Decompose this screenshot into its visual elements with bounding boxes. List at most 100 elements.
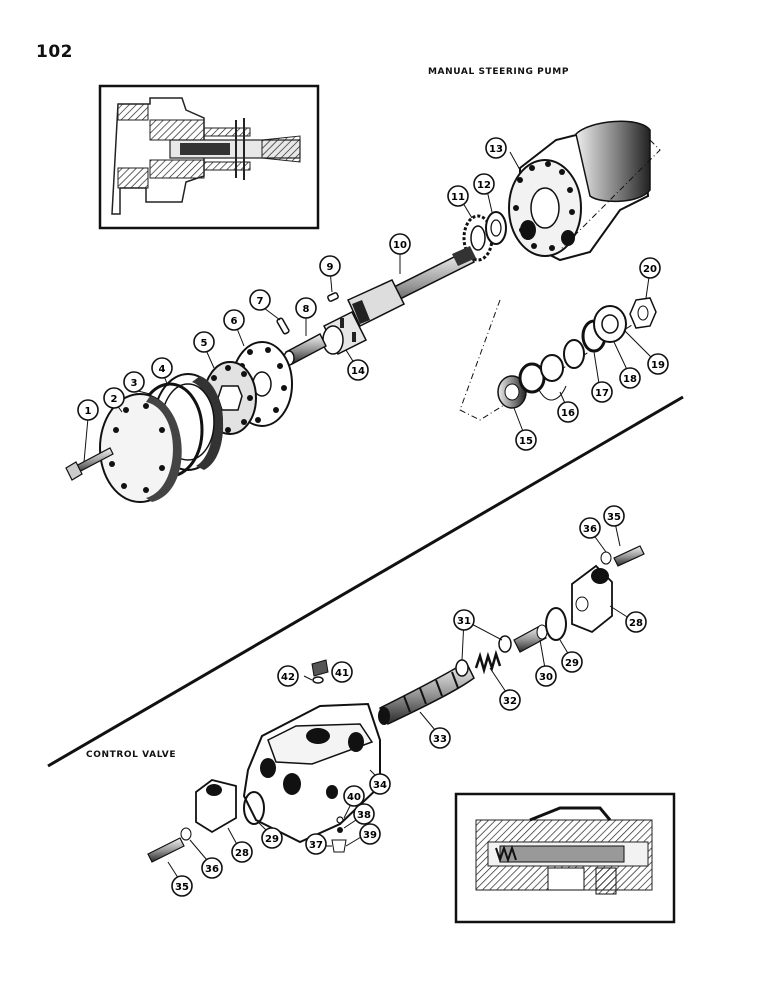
callout-13: 13 [485, 137, 507, 159]
callout-42: 42 [277, 665, 299, 687]
callout-8: 8 [295, 297, 317, 319]
svg-text:33: 33 [433, 734, 447, 745]
thrust-washer [485, 211, 507, 245]
cap-bolt-left [147, 827, 192, 863]
callout-19: 19 [647, 353, 669, 375]
svg-text:29: 29 [565, 658, 579, 669]
callout-14: 14 [347, 359, 369, 381]
plug [311, 659, 329, 684]
small-pin [327, 292, 339, 302]
svg-text:10: 10 [393, 240, 407, 251]
svg-text:7: 7 [257, 296, 264, 307]
svg-text:35: 35 [607, 512, 621, 523]
callout-15: 15 [515, 429, 537, 451]
callout-38: 38 [353, 803, 375, 825]
callout-30: 30 [535, 665, 557, 687]
svg-text:32: 32 [503, 696, 517, 707]
svg-text:17: 17 [595, 388, 609, 399]
callout-28-right: 28 [625, 611, 647, 633]
callout-4: 4 [151, 357, 173, 379]
section-divider [47, 395, 684, 768]
svg-text:4: 4 [159, 364, 166, 375]
shaft-seal-pair [518, 354, 567, 401]
callout-32: 32 [499, 689, 521, 711]
callout-18: 18 [619, 367, 641, 389]
svg-text:39: 39 [363, 830, 377, 841]
cap-bolt [600, 545, 645, 567]
callout-16: 16 [557, 401, 579, 423]
svg-text:2: 2 [111, 394, 118, 405]
o-ring [545, 607, 567, 641]
seal-washer [563, 339, 585, 369]
svg-text:35: 35 [175, 882, 189, 893]
svg-text:16: 16 [561, 408, 575, 419]
callout-2: 2 [103, 387, 125, 409]
valve-plunger [513, 624, 548, 653]
callout-40: 40 [343, 785, 365, 807]
woodruff-key [276, 317, 290, 335]
callout-3: 3 [123, 371, 145, 393]
callout-10: 10 [389, 233, 411, 255]
svg-text:37: 37 [309, 840, 323, 851]
callout-41: 41 [331, 661, 353, 683]
callout-37: 37 [305, 833, 327, 855]
svg-text:28: 28 [235, 848, 249, 859]
callout-9: 9 [319, 255, 341, 277]
callout-7: 7 [249, 289, 271, 311]
callout-12: 12 [473, 173, 495, 195]
pump-housing [508, 120, 651, 262]
callout-36-left: 36 [201, 857, 223, 879]
svg-text:3: 3 [131, 378, 138, 389]
svg-text:29: 29 [265, 834, 279, 845]
page-number: 102 [36, 42, 73, 62]
callout-31: 31 [453, 609, 475, 631]
pump-cross-section-inset [98, 84, 320, 230]
svg-text:8: 8 [303, 304, 310, 315]
callout-39: 39 [359, 823, 381, 845]
svg-text:42: 42 [281, 672, 295, 683]
check-valve-parts [331, 816, 347, 853]
drive-pin [283, 333, 327, 366]
svg-text:15: 15 [519, 436, 533, 447]
svg-text:36: 36 [205, 864, 219, 875]
valve-housing [242, 702, 381, 844]
seal-kit-outline [459, 139, 661, 421]
svg-text:20: 20 [643, 264, 657, 275]
svg-text:1: 1 [85, 406, 92, 417]
callout-6: 6 [223, 309, 245, 331]
svg-text:18: 18 [623, 374, 637, 385]
svg-text:5: 5 [201, 338, 208, 349]
svg-text:31: 31 [457, 616, 471, 627]
callout-35-left: 35 [171, 875, 193, 897]
callout-33: 33 [429, 727, 451, 749]
callout-17: 17 [591, 381, 613, 403]
valve-spring [474, 649, 502, 675]
seal-retainer [593, 305, 627, 343]
svg-text:30: 30 [539, 672, 553, 683]
callout-1: 1 [77, 399, 99, 421]
callout-11: 11 [447, 185, 469, 207]
svg-text:11: 11 [451, 192, 465, 203]
svg-text:41: 41 [335, 668, 349, 679]
svg-text:38: 38 [357, 810, 371, 821]
valve-section-title: CONTROL VALVE [86, 750, 177, 760]
svg-text:40: 40 [347, 792, 361, 803]
pump-section-title: MANUAL STEERING PUMP [428, 67, 570, 77]
shaft-nut [629, 297, 657, 329]
svg-text:12: 12 [477, 180, 491, 191]
drive-shaft [347, 246, 476, 328]
svg-text:14: 14 [351, 366, 365, 377]
svg-text:13: 13 [489, 144, 503, 155]
svg-text:6: 6 [231, 316, 238, 327]
valve-end-cap [571, 564, 613, 634]
shaft-coupling [322, 310, 368, 356]
callout-36-right: 36 [579, 517, 601, 539]
callout-28-left: 28 [231, 841, 253, 863]
callout-29-right: 29 [561, 651, 583, 673]
end-cover [99, 393, 182, 503]
o-ring-left [243, 791, 265, 825]
cover-bolt [65, 447, 114, 481]
callout-20: 20 [639, 257, 661, 279]
valve-spool [378, 660, 475, 725]
